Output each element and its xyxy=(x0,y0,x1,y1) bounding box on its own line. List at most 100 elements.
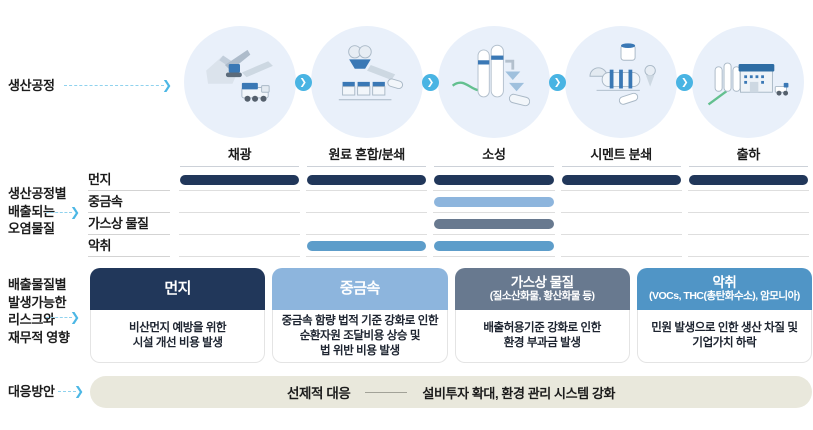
process-step-label: 출하 xyxy=(736,147,761,162)
process-step-label: 채광 xyxy=(227,147,252,162)
emission-cell xyxy=(687,191,810,213)
emission-bar xyxy=(307,174,427,185)
emission-row-label: 중금속 xyxy=(88,191,170,213)
mining-icon xyxy=(193,33,287,132)
emission-bar xyxy=(307,240,427,251)
process-step-circle xyxy=(565,26,678,138)
mixing-crushing-icon xyxy=(320,33,414,132)
emission-cell xyxy=(306,235,428,257)
process-steps: 채광❯원료 혼합/분쇄❯소성❯시멘트 분쇄❯출하 xyxy=(176,26,812,167)
response-section-label: 대응방안 xyxy=(8,384,55,399)
dashed-line xyxy=(64,84,164,86)
emission-cell xyxy=(687,213,810,235)
emission-cell xyxy=(179,235,301,257)
risk-card-header: 악취(VOCs, THC(총탄화수소), 암모니아) xyxy=(636,268,812,310)
risk-card-title: 가스상 물질 xyxy=(510,275,574,290)
emission-row: 악취 xyxy=(88,235,812,257)
emission-cell xyxy=(560,191,682,213)
arrow-tip-icon: ❯ xyxy=(73,384,84,398)
emission-cell xyxy=(433,235,555,257)
emission-cell xyxy=(306,169,428,191)
arrow-tip-icon: ❯ xyxy=(69,310,80,324)
emission-bar xyxy=(688,174,809,185)
column-underline xyxy=(561,166,681,167)
next-step-arrow-icon: ❯ xyxy=(676,74,694,91)
emissions-section-arrow: ❯ xyxy=(46,205,80,219)
emission-row-label: 가스상 물질 xyxy=(88,213,170,235)
emission-cell xyxy=(179,213,301,235)
risk-card-body: 중금속 함량 법적 기준 강화로 인한 순환자원 조달비용 상승 및 법 위반 … xyxy=(272,310,448,363)
emission-row: 가스상 물질 xyxy=(88,213,812,235)
emission-cell xyxy=(560,235,682,257)
emission-bar xyxy=(180,174,300,185)
dashed-line xyxy=(46,316,72,318)
next-step-arrow-icon: ❯ xyxy=(421,74,439,91)
risk-card-header: 중금속 xyxy=(272,268,448,310)
risk-card-title: 악취 xyxy=(712,275,737,290)
process-step-circle xyxy=(310,26,423,138)
emission-bar xyxy=(561,174,681,185)
emission-cell xyxy=(179,191,301,213)
column-underline xyxy=(180,166,300,167)
column-underline xyxy=(307,166,427,167)
response-separator-line xyxy=(365,391,408,393)
risk-card-title: 중금속 xyxy=(339,280,380,297)
emission-cell xyxy=(433,169,555,191)
emission-bar xyxy=(434,196,554,207)
risk-card-header: 먼지 xyxy=(90,268,266,310)
process-step: 시멘트 분쇄 ❯ xyxy=(558,26,694,167)
emission-bar xyxy=(434,218,554,229)
arrow-tip-icon: ❯ xyxy=(69,205,80,219)
risk-card: 가스상 물질(질소산화물, 황산화물 등)배출허용기준 강화로 인한 환경 부과… xyxy=(454,268,630,363)
response-description: 설비투자 확대, 환경 관리 시스템 강화 xyxy=(422,385,616,401)
response-bar: 선제적 대응 설비투자 확대, 환경 관리 시스템 강화 xyxy=(90,376,812,408)
arrow-tip-icon: ❯ xyxy=(161,78,172,92)
emission-row: 중금속 xyxy=(88,191,812,213)
process-step: 채광❯ xyxy=(176,26,312,167)
risk-card-subtitle: (질소산화물, 황산화물 등) xyxy=(489,290,595,302)
risk-card-body: 배출허용기준 강화로 인한 환경 부과금 발생 xyxy=(454,310,630,363)
process-step-circle xyxy=(692,26,805,138)
emission-cell xyxy=(560,169,682,191)
process-section-arrow: ❯ xyxy=(64,78,172,92)
next-step-arrow-icon: ❯ xyxy=(549,74,567,91)
column-underline xyxy=(688,166,808,167)
calcination-icon xyxy=(447,33,541,132)
emission-cell xyxy=(687,169,810,191)
emission-row-label: 먼지 xyxy=(88,169,170,191)
process-step-circle xyxy=(183,26,296,138)
risks-section-label: 배출물질별 발생가능한 리스크와 재무적 영향 xyxy=(8,277,70,345)
risk-card-title: 먼지 xyxy=(164,280,191,297)
column-underline xyxy=(434,166,554,167)
emission-cell xyxy=(306,191,428,213)
emissions-section-label: 생산공정별 배출되는 오염물질 xyxy=(8,186,67,236)
emission-cell xyxy=(433,213,555,235)
risk-card-subtitle: (VOCs, THC(총탄화수소), 암모니아) xyxy=(648,290,800,302)
process-step: 출하 xyxy=(685,26,812,167)
process-section-label: 생산공정 xyxy=(8,78,55,93)
risk-card-body: 비산먼지 예방을 위한 시설 개선 비용 발생 xyxy=(90,310,266,363)
risk-card: 악취(VOCs, THC(총탄화수소), 암모니아)민원 발생으로 인한 생산 … xyxy=(636,268,812,363)
emission-row-label: 악취 xyxy=(88,235,170,257)
response-section-arrow: ❯ xyxy=(58,384,84,398)
dashed-line xyxy=(58,390,76,392)
emission-row: 먼지 xyxy=(88,169,812,191)
cement-grinding-icon xyxy=(574,33,668,132)
process-step-label: 시멘트 분쇄 xyxy=(590,147,652,162)
process-step: 원료 혼합/분쇄❯ xyxy=(303,26,439,167)
process-step-circle xyxy=(437,26,550,138)
process-step-label: 소성 xyxy=(482,147,506,162)
dashed-line xyxy=(46,211,72,213)
shipping-icon xyxy=(701,33,795,132)
response-bold-label: 선제적 대응 xyxy=(286,386,351,401)
risk-card-header: 가스상 물질(질소산화물, 황산화물 등) xyxy=(454,268,630,310)
emission-bar xyxy=(434,240,554,251)
emission-cell xyxy=(306,213,428,235)
emission-cell xyxy=(179,169,301,191)
process-step: 소성 ❯ xyxy=(430,26,567,167)
